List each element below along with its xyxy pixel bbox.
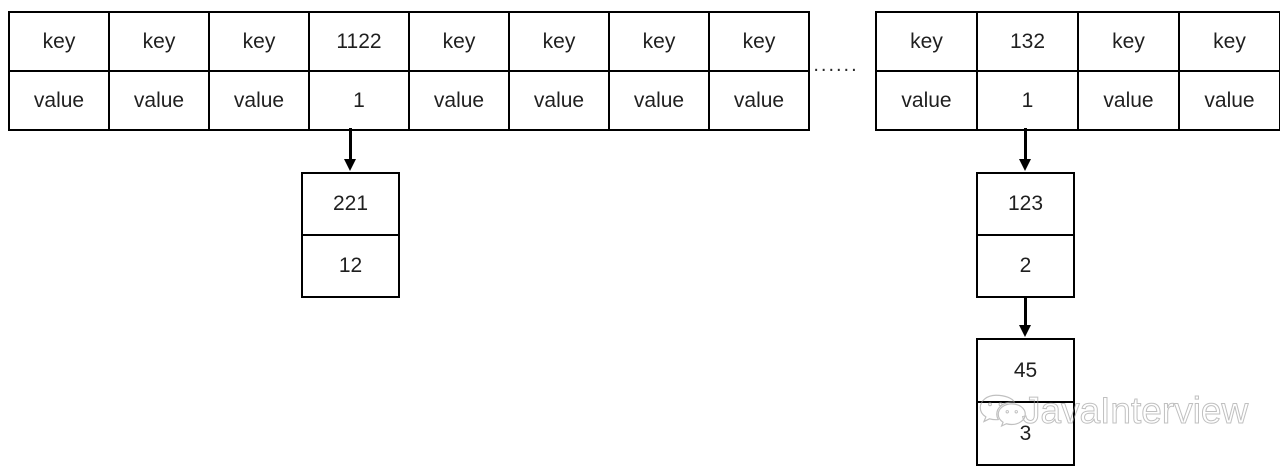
bucket-row-key: key key key 1122 key key key key <box>8 11 810 72</box>
bucket-cell-value: value <box>408 70 510 131</box>
bucket-cell-value: value <box>8 70 110 131</box>
bucket-cell-key: key <box>208 11 310 72</box>
bucket-cell-value-highlighted: 1 <box>976 70 1079 131</box>
arrow-line <box>1024 128 1027 161</box>
arrow-head-icon <box>344 159 356 171</box>
bucket-cell-key: key <box>875 11 978 72</box>
node-key-cell: 45 <box>978 340 1073 403</box>
bucket-cell-value-highlighted: 1 <box>308 70 410 131</box>
node-box-left-1: 221 12 <box>301 172 400 298</box>
bucket-cell-key: key <box>408 11 510 72</box>
node-key-cell: 221 <box>303 174 398 236</box>
node-box-right-2: 45 3 <box>976 338 1075 466</box>
bucket-row-key: key 132 key key <box>875 11 1280 72</box>
ellipsis-separator: ...... <box>813 54 859 76</box>
bucket-cell-key: key <box>108 11 210 72</box>
bucket-row-value: value 1 value value <box>875 70 1280 131</box>
bucket-cell-value: value <box>608 70 710 131</box>
node-value-cell: 12 <box>338 254 363 277</box>
bucket-table-left: key key key 1122 key key key key value v… <box>8 11 810 131</box>
bucket-table-right: key 132 key key value 1 value value <box>875 11 1280 131</box>
bucket-cell-key: key <box>8 11 110 72</box>
bucket-cell-key: key <box>1077 11 1180 72</box>
arrow-line <box>349 128 352 161</box>
bucket-cell-value: value <box>708 70 810 131</box>
bucket-cell-key: key <box>508 11 610 72</box>
arrow-head-icon <box>1019 325 1031 337</box>
arrow-line <box>1024 297 1027 327</box>
node-box-right-1: 123 2 <box>976 172 1075 298</box>
bucket-cell-key-highlighted: 132 <box>976 11 1079 72</box>
bucket-cell-value: value <box>1077 70 1180 131</box>
bucket-cell-value: value <box>1178 70 1280 131</box>
bucket-cell-value: value <box>508 70 610 131</box>
node-value-cell: 3 <box>1019 421 1032 445</box>
bucket-cell-key: key <box>608 11 710 72</box>
bucket-cell-key-highlighted: 1122 <box>308 11 410 72</box>
bucket-cell-value: value <box>208 70 310 131</box>
bucket-cell-value: value <box>875 70 978 131</box>
bucket-cell-value: value <box>108 70 210 131</box>
node-value-cell: 2 <box>1019 254 1032 277</box>
node-key-cell: 123 <box>978 174 1073 236</box>
bucket-cell-key: key <box>708 11 810 72</box>
bucket-cell-key: key <box>1178 11 1280 72</box>
bucket-row-value: value value value 1 value value value va… <box>8 70 810 131</box>
arrow-head-icon <box>1019 159 1031 171</box>
